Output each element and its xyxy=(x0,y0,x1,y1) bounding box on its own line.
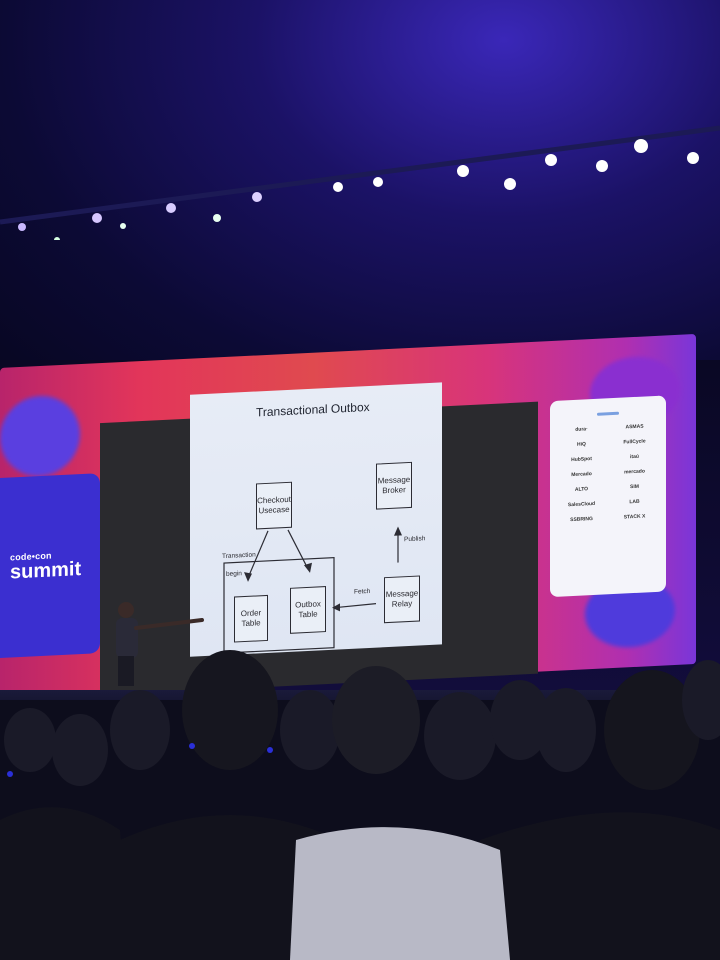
sponsor-logo: dura· xyxy=(575,426,588,433)
decorative-blob xyxy=(0,394,80,478)
sponsor-logo-grid: dura· ASMAS HiQ FullCycle HubSpot itaú M… xyxy=(558,423,658,524)
speaker-figure xyxy=(116,602,204,686)
sponsor-logo: itaú xyxy=(630,453,639,461)
sponsor-logo: Mercado xyxy=(571,471,592,479)
diagram-slide: Transactional Outbox Checkout Usecase Me… xyxy=(190,382,442,657)
sponsor-logo: mercado xyxy=(624,468,645,476)
event-brand-panel: code•con summit xyxy=(0,473,100,658)
message-broker-box: Message Broker xyxy=(376,461,412,510)
brand-big-text: summit xyxy=(10,558,82,584)
stage-lights-truss xyxy=(0,125,720,240)
sponsor-logo: HiQ xyxy=(577,441,586,448)
audience-crowd xyxy=(0,650,720,960)
led-screen: code•con summit Transactional Outbox Che… xyxy=(0,333,696,698)
sponsor-logo: LAB xyxy=(629,498,640,506)
venue-ceiling xyxy=(0,0,720,400)
sponsor-logo: STACK X xyxy=(623,513,646,521)
order-table-box: Order Table xyxy=(234,594,268,643)
sponsor-logo: SalesCloud xyxy=(567,500,596,509)
diagram-arrows xyxy=(223,526,402,654)
sponsor-logo: FullCycle xyxy=(623,438,646,446)
begin-label: begin xyxy=(226,570,242,578)
checkout-usecase-box: Checkout Usecase xyxy=(256,481,292,530)
sponsor-logo: ASMAS xyxy=(625,423,644,431)
publish-label: Publish xyxy=(404,535,426,544)
sponsor-logo: ALTO xyxy=(574,486,589,493)
sponsor-logo: SIM xyxy=(630,483,639,491)
sponsors-card: dura· ASMAS HiQ FullCycle HubSpot itaú M… xyxy=(550,395,666,598)
fetch-label: Fetch xyxy=(354,587,371,596)
sponsor-logo: SSBRING xyxy=(570,516,593,524)
message-relay-box: Message Relay xyxy=(384,575,420,624)
sponsor-logo: HubSpot xyxy=(571,456,592,464)
sponsors-header-bar xyxy=(597,411,619,416)
outbox-table-box: Outbox Table xyxy=(290,586,326,634)
